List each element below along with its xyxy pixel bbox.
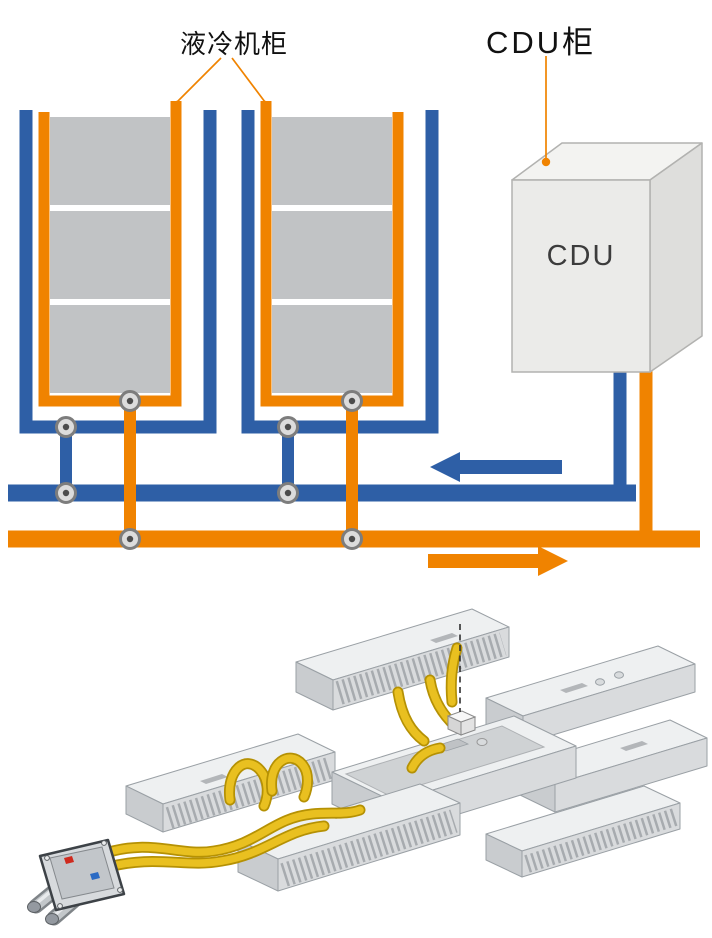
liquid-cooling-cabinet-2 <box>241 101 439 493</box>
liquid-cooling-schematic <box>8 56 703 576</box>
module-top-center <box>295 608 510 711</box>
screw-post <box>614 671 624 679</box>
hose-elbow <box>408 744 444 772</box>
valve-coupling <box>341 528 363 550</box>
cabinet-1-blue-loop <box>19 110 217 434</box>
server-block <box>272 211 392 299</box>
server-block <box>272 117 392 205</box>
cabinet-1-orange-loop <box>38 101 182 407</box>
leader-dot <box>262 100 268 106</box>
screw-hole <box>44 855 50 861</box>
fitting-port <box>476 738 488 746</box>
vent-slot <box>430 633 458 643</box>
module-bottom-right <box>485 785 681 878</box>
quick-disconnect-connector <box>27 838 126 926</box>
hose-main-2 <box>100 822 328 872</box>
leader-dot-cdu <box>541 157 551 167</box>
heatsink-fins <box>335 632 507 705</box>
screw-hole <box>101 840 107 846</box>
red-port-mark <box>64 856 74 864</box>
valve-coupling <box>119 390 141 412</box>
server-blade-illustration <box>27 608 708 926</box>
return-flow-arrow-left <box>430 452 562 482</box>
blue-port-mark <box>90 872 100 880</box>
callout-leaders <box>174 56 551 167</box>
cabinet-2-orange-loop <box>260 101 404 407</box>
fluid-connector-block <box>446 710 477 736</box>
hose-main-1 <box>96 806 364 859</box>
liquid-cooling-cabinet-1 <box>19 101 217 493</box>
valve-coupling <box>119 528 141 550</box>
cdu-front-face <box>511 179 651 373</box>
label-cdu-unit: CDU <box>546 240 616 272</box>
hose-loop <box>225 760 271 810</box>
heatsink-fins <box>280 809 458 887</box>
heatsink-fins <box>524 808 678 873</box>
valve-coupling <box>277 482 299 504</box>
screw-post <box>595 678 605 686</box>
screw-hole <box>117 887 123 893</box>
hose-loop <box>267 754 312 801</box>
leader-line-cabinet-1 <box>176 57 222 103</box>
hose-vertical <box>447 644 461 706</box>
label-cdu-cabinet: CDU柜 <box>486 25 597 60</box>
server-block <box>272 305 392 393</box>
leader-line-cabinet-2 <box>231 57 266 103</box>
label-liquid-cooling-cabinet: 液冷机柜 <box>180 29 289 59</box>
vent-slot <box>620 741 648 751</box>
leader-dot <box>174 100 180 106</box>
valve-coupling <box>55 482 77 504</box>
server-block <box>50 305 170 393</box>
screw-hole <box>57 903 63 909</box>
vent-slot <box>200 774 228 784</box>
cabinet-2-blue-loop <box>241 110 439 434</box>
hose-drop <box>394 688 428 745</box>
supply-flow-arrow-right <box>428 546 568 576</box>
valve-coupling <box>55 416 77 438</box>
valve-coupling <box>341 390 363 412</box>
cdu-side-face <box>649 142 703 373</box>
server-block <box>50 211 170 299</box>
valve-coupling <box>277 416 299 438</box>
vent-slot <box>560 683 588 693</box>
server-block <box>50 117 170 205</box>
